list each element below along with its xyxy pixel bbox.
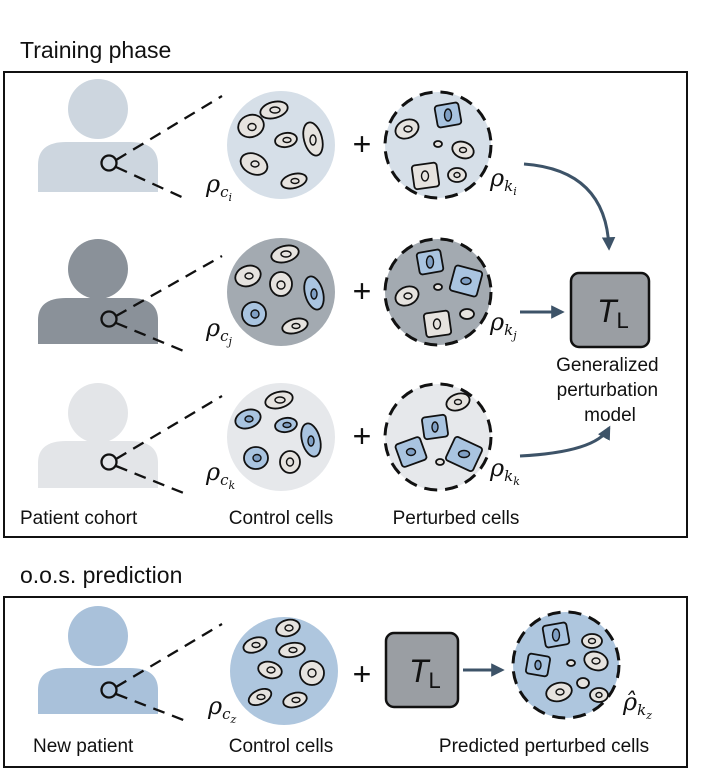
control-density-label: ρcj (205, 314, 233, 348)
control-density-label: ρci (205, 170, 232, 204)
magnify-lines (100, 95, 223, 201)
training-phase-title: Training phase (20, 37, 171, 63)
arrow-to-model (519, 425, 611, 458)
patient-cohort-caption: Patient cohort (20, 508, 138, 529)
perturbed-cells-circle (383, 237, 493, 347)
control-density-label: ρck (205, 458, 236, 492)
patient-icon (38, 239, 158, 344)
perturbed-cells-circle (383, 90, 493, 200)
perturbed-density-label: ρki (489, 164, 517, 198)
oos-row: ρcz + TL (38, 606, 652, 726)
plus-sign: + (353, 273, 372, 309)
control-density-label: ρcz (207, 692, 237, 726)
patient-icon (38, 79, 158, 192)
control-cells-circle (227, 383, 335, 491)
training-row-3: ρck + ρkk (38, 382, 611, 496)
patient-icon (38, 383, 158, 488)
model-symbol: TL (409, 653, 441, 693)
training-phase-frame (3, 71, 688, 538)
magnify-lines (100, 254, 223, 354)
oos-control-cells-caption: Control cells (229, 736, 334, 757)
control-cells-circle (227, 238, 335, 346)
control-cells-circle (227, 91, 335, 199)
perturbed-density-label: ρkk (489, 454, 520, 488)
new-patient-caption: New patient (33, 736, 134, 757)
perturbed-density-label: ρkj (489, 308, 517, 342)
predicted-perturbed-cells-caption: Predicted perturbed cells (439, 736, 649, 757)
oos-prediction-title: o.o.s. prediction (20, 562, 182, 588)
training-row-1: ρci + ρki (38, 79, 616, 251)
magnify-lines (100, 395, 223, 496)
magnify-lines (100, 623, 223, 723)
generalized-model-box: TL (569, 271, 651, 349)
plus-sign: + (353, 418, 372, 454)
plus-sign: + (353, 656, 372, 692)
perturbed-cells-circle (383, 382, 493, 492)
model-caption: Generalized perturbation model (556, 355, 664, 426)
model-symbol: TL (597, 293, 629, 333)
training-row-2: ρcj + ρkj (38, 237, 565, 354)
patient-icon (38, 606, 158, 714)
predicted-density-label: ρ̂kz (622, 688, 652, 722)
control-cells-circle (230, 617, 338, 725)
control-cells-caption: Control cells (229, 508, 334, 529)
oos-frame (3, 596, 688, 768)
arrow-to-model (523, 162, 616, 251)
predicted-cells-circle (511, 610, 621, 720)
perturbed-cells-caption: Perturbed cells (393, 508, 520, 529)
oos-model-box: TL (384, 631, 460, 709)
plus-sign: + (353, 126, 372, 162)
